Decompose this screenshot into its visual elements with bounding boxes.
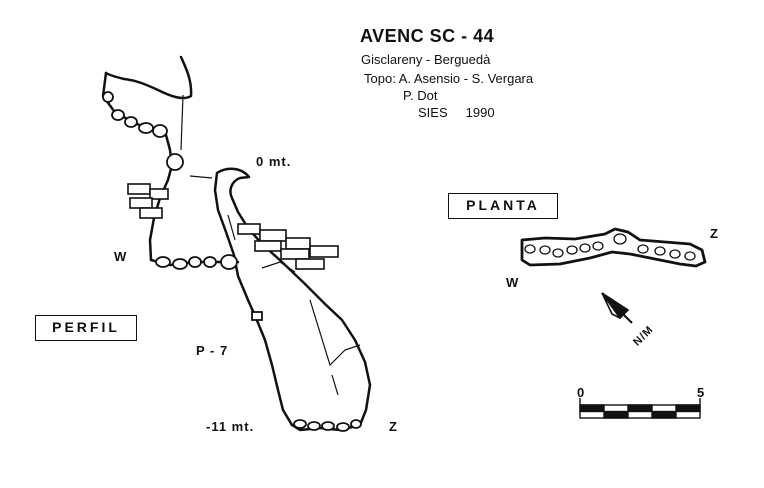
plan-boulder xyxy=(566,245,578,255)
masonry-block xyxy=(237,223,261,235)
location-text: Gisclareny - Berguedà xyxy=(361,52,491,67)
boulder xyxy=(172,258,188,270)
boulder xyxy=(188,256,202,268)
boulder xyxy=(155,256,171,268)
boulder xyxy=(111,109,125,121)
crack-line xyxy=(309,299,361,367)
boulder xyxy=(124,116,138,128)
org-year: SIES 1990 xyxy=(418,105,495,120)
boulder xyxy=(321,421,335,431)
profile-left-wall xyxy=(101,71,174,262)
surface-line xyxy=(189,175,213,179)
depth-top-label: 0 mt. xyxy=(256,154,292,169)
boulder xyxy=(220,254,238,270)
crack-line xyxy=(227,214,236,241)
masonry-block xyxy=(139,207,163,219)
masonry-block xyxy=(254,240,282,252)
plan-boulder xyxy=(579,243,591,253)
org-name: SIES xyxy=(418,105,448,120)
perfil-label: PERFIL xyxy=(35,315,137,341)
boulder xyxy=(152,124,168,138)
plan-outline xyxy=(520,227,707,268)
scale-bar xyxy=(579,398,701,419)
crack-line xyxy=(331,374,339,396)
boulder xyxy=(166,153,184,171)
masonry-block xyxy=(129,197,153,209)
scale-max-label: 5 xyxy=(697,385,706,400)
plan-boulder xyxy=(613,233,627,245)
planta-label: PLANTA xyxy=(448,193,558,219)
plan-boulder xyxy=(592,241,604,251)
plan-boulder xyxy=(552,248,564,258)
profile-east-label: Z xyxy=(389,419,398,434)
boulder xyxy=(203,256,217,268)
plan-boulder xyxy=(637,244,649,254)
topo-credit-2: P. Dot xyxy=(403,88,438,103)
boulder xyxy=(138,122,154,134)
masonry-block xyxy=(309,245,339,258)
plan-boulder xyxy=(669,249,681,259)
pitch-label: P - 7 xyxy=(196,343,229,358)
title: AVENC SC - 44 xyxy=(360,26,495,46)
plan-east-label: Z xyxy=(710,226,719,241)
masonry-block xyxy=(285,237,311,250)
masonry-block xyxy=(259,229,287,242)
scale-min-label: 0 xyxy=(577,385,586,400)
boulder xyxy=(307,421,321,431)
topo-credit: Topo: A. Asensio - S. Vergara xyxy=(364,71,534,86)
north-arrow-icon xyxy=(601,292,633,324)
plan-boulder xyxy=(654,246,666,256)
boulder xyxy=(336,422,350,432)
crack-line xyxy=(261,261,296,273)
plan-west-label: W xyxy=(506,275,520,290)
boulder xyxy=(293,419,307,429)
profile-shaft-right xyxy=(215,167,372,427)
masonry-block xyxy=(127,183,151,195)
boulder xyxy=(251,311,263,321)
profile-west-label: W xyxy=(114,249,128,264)
plan-boulder xyxy=(684,251,696,261)
boulder xyxy=(350,419,362,429)
surface-line xyxy=(180,94,184,151)
plan-boulder xyxy=(524,244,536,254)
boulder xyxy=(102,91,114,103)
masonry-block xyxy=(149,188,169,200)
masonry-block xyxy=(280,248,310,260)
survey-year: 1990 xyxy=(465,105,495,120)
depth-bottom-label: -11 mt. xyxy=(206,419,255,434)
profile-entrance-outline xyxy=(104,55,193,100)
plan-boulder xyxy=(539,245,551,255)
profile-shaft-left xyxy=(213,171,294,427)
masonry-block xyxy=(295,258,325,270)
